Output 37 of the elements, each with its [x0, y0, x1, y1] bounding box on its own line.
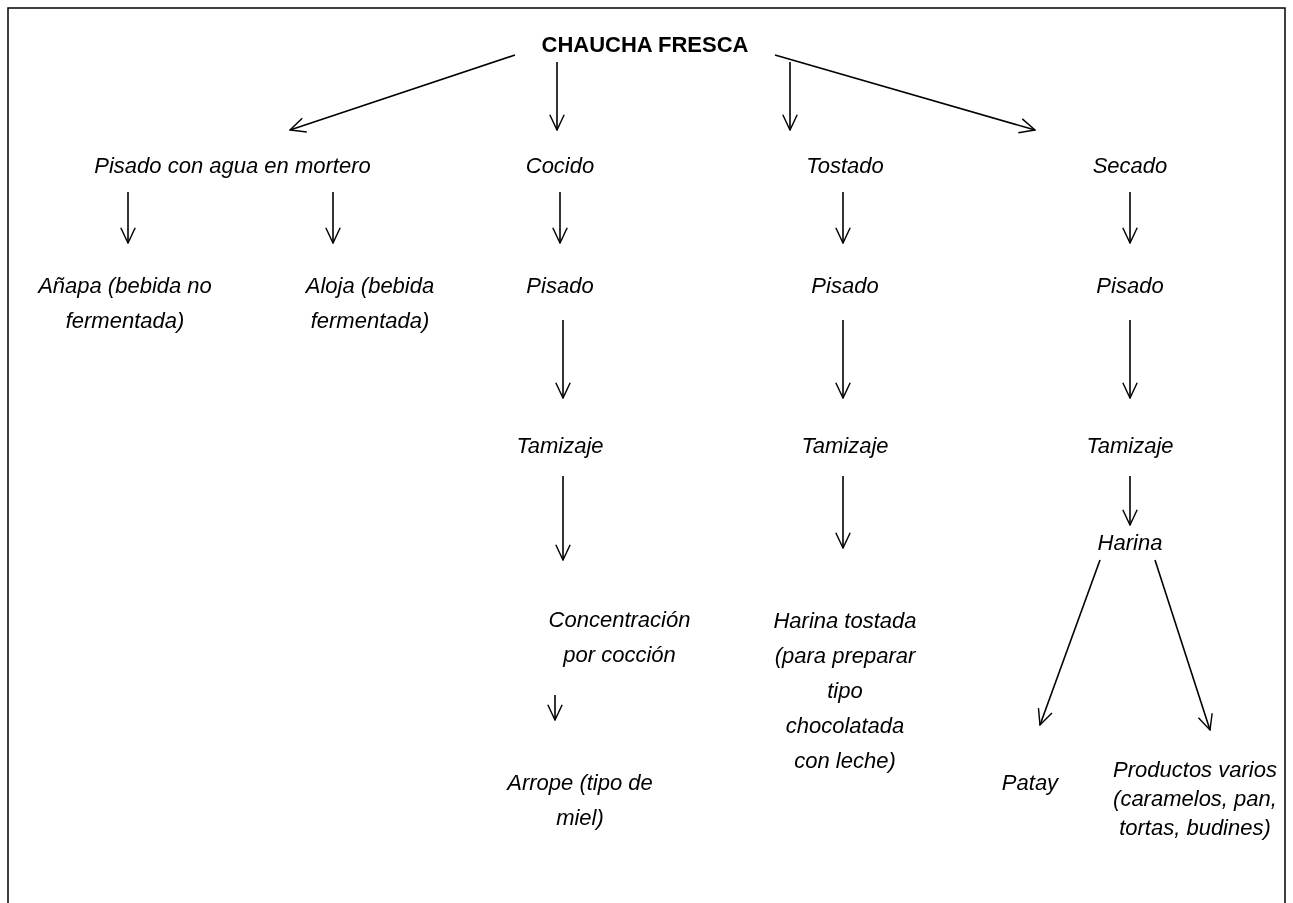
arrow	[547, 694, 563, 721]
step-label: Pisado	[1096, 272, 1164, 300]
arrow	[1037, 559, 1101, 726]
step-label: Pisado	[526, 272, 594, 300]
step-label: Productos varios (caramelos, pan, tortas, budines)	[1112, 756, 1278, 842]
arrow	[289, 54, 516, 133]
step-label: Secado	[1092, 152, 1168, 180]
step-label: Tostado	[806, 152, 884, 180]
step-label: Aloja (bebida fermentada)	[304, 272, 436, 335]
step-label: Pisado con agua en mortero	[94, 152, 371, 180]
arrow	[549, 61, 565, 131]
arrow	[835, 475, 851, 549]
arrow	[1122, 319, 1138, 399]
step-label: Harina tostada (para preparar tipo chocolatada con leche)	[772, 607, 918, 775]
step-label: Añapa (bebida no fermentada)	[36, 272, 213, 335]
arrow	[835, 191, 851, 244]
step-label: Concentración por cocción	[547, 606, 692, 669]
step-label: Cocido	[525, 152, 595, 180]
arrow	[1122, 475, 1138, 526]
step-label: Arrope (tipo de miel)	[505, 769, 654, 832]
arrow	[325, 191, 341, 244]
arrow	[1122, 191, 1138, 244]
arrow	[120, 191, 136, 244]
step-label: Tamizaje	[516, 432, 604, 460]
step-label: Pisado	[811, 272, 879, 300]
step-label: Harina	[1097, 529, 1163, 557]
arrow	[1154, 559, 1213, 731]
title-label: CHAUCHA FRESCA	[541, 31, 749, 59]
arrow	[774, 54, 1036, 134]
arrow	[552, 191, 568, 244]
step-label: Tamizaje	[801, 432, 889, 460]
step-label: Patay	[1001, 769, 1059, 797]
arrow	[835, 319, 851, 399]
arrow	[782, 61, 798, 131]
arrow	[555, 475, 571, 561]
arrow	[555, 319, 571, 399]
step-label: Tamizaje	[1086, 432, 1174, 460]
